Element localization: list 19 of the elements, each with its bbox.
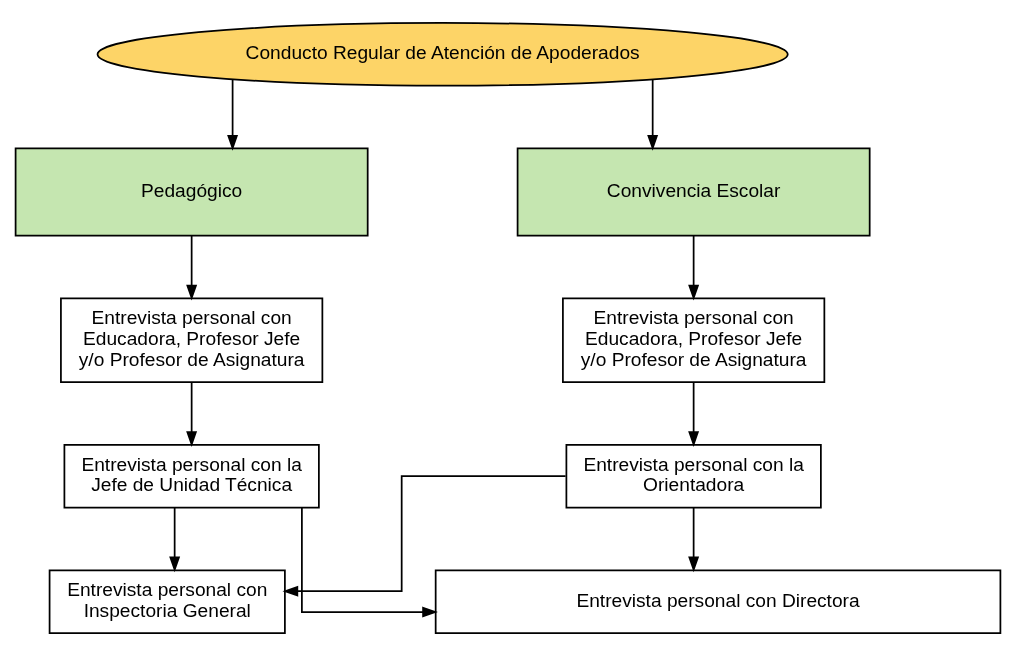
arrow — [301, 506, 438, 618]
arrow — [186, 381, 198, 447]
arrow — [688, 381, 700, 447]
node-box: Convivencia Escolar — [516, 147, 871, 237]
arrow — [282, 475, 567, 597]
node-box: Entrevista personal con Educadora, Profesor Jefe y/o Profesor de Asignatura — [60, 297, 324, 383]
node-box: Entrevista personal con Educadora, Profesor Jefe y/o Profesor de Asignatura — [562, 297, 826, 383]
node-ellipse: Conducto Regular de Atención de Apoderados — [96, 22, 789, 87]
node-box: Entrevista personal con la Orientadora — [565, 443, 822, 509]
arrow — [227, 78, 239, 151]
arrow — [169, 506, 181, 573]
node-box: Pedagógico — [14, 147, 369, 237]
node-box: Entrevista personal con la Jefe de Unidad Técnica — [63, 443, 320, 509]
node-box: Entrevista personal con Directora — [434, 569, 1002, 634]
arrow — [647, 78, 659, 151]
arrow — [186, 234, 198, 301]
arrow — [688, 234, 700, 301]
node-box: Entrevista personal con Inspectoria General — [48, 569, 286, 634]
arrow — [688, 506, 700, 573]
